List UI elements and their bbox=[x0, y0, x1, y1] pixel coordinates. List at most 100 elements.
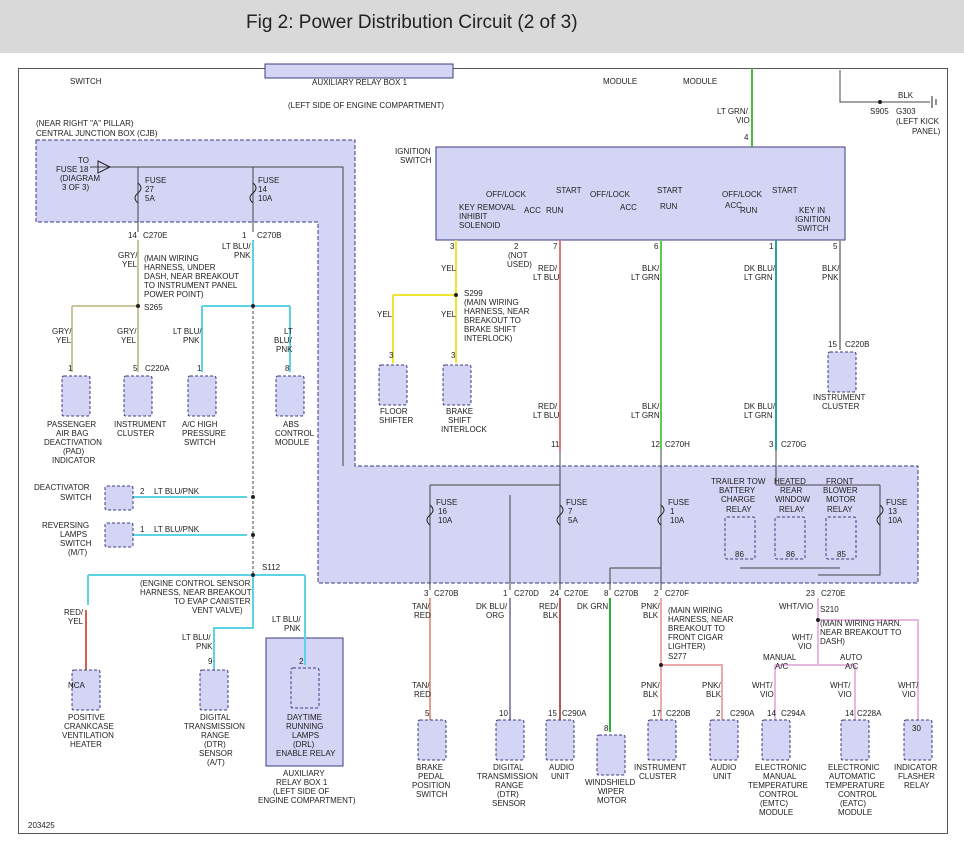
label-t92: BLU/ bbox=[274, 336, 293, 345]
wires bbox=[71, 68, 937, 732]
label-t227: BREAKOUT TO bbox=[668, 624, 725, 633]
label-t281: MOTOR bbox=[597, 796, 627, 805]
blower-relay-box bbox=[825, 516, 857, 560]
label-t214: 23 bbox=[806, 589, 815, 598]
audio-unit-2-box bbox=[709, 719, 739, 761]
figure-title: Fig 2: Power Distribution Circuit (2 of … bbox=[246, 12, 578, 33]
label-t203: ENGINE COMPARTMENT) bbox=[258, 796, 356, 805]
label-t278: UNIT bbox=[551, 772, 570, 781]
label-t63: HARNESS, UNDER bbox=[144, 263, 216, 272]
label-t187: VENTILATION bbox=[62, 731, 114, 740]
label-t12: PANEL) bbox=[912, 127, 941, 136]
label-t85: GRY/ bbox=[52, 327, 72, 336]
label-t70: (MAIN WIRING bbox=[464, 298, 519, 307]
label-t104: AIR BAG bbox=[56, 429, 88, 438]
label-t111: PRESSURE bbox=[182, 429, 226, 438]
label-t196: RUNNING bbox=[286, 722, 323, 731]
label-t198: (DRL) bbox=[293, 740, 315, 749]
splice-dot-1 bbox=[251, 304, 255, 308]
label-t87: GRY/ bbox=[117, 327, 137, 336]
audio-unit-box bbox=[545, 719, 575, 761]
label-t242: TAN/ bbox=[412, 681, 430, 690]
label-t113: ABS bbox=[283, 420, 299, 429]
label-t61: PNK bbox=[234, 251, 251, 260]
label-t177: YEL bbox=[68, 617, 84, 626]
label-t53: USED) bbox=[507, 260, 532, 269]
label-t18: 3 OF 3) bbox=[62, 183, 89, 192]
wire-whtvio bbox=[817, 598, 919, 720]
label-t205: C270B bbox=[434, 589, 458, 598]
label-t152: 10A bbox=[670, 516, 685, 525]
deactivator-switch-box bbox=[104, 485, 134, 511]
label-t163: MOTOR bbox=[826, 495, 856, 504]
wire-gnd-bar bbox=[839, 70, 930, 103]
label-t62: (MAIN WIRING bbox=[144, 254, 199, 263]
label-t208: 24 bbox=[550, 589, 559, 598]
wire-bus-right bbox=[775, 466, 880, 486]
cjb-region bbox=[35, 139, 919, 584]
label-t137: LT BLU/PNK bbox=[154, 487, 200, 496]
label-t108: INSTRUMENT bbox=[114, 420, 167, 429]
splice-dot-2 bbox=[454, 293, 458, 297]
label-t201: RELAY BOX 1 bbox=[276, 778, 328, 787]
label-t266: C228A bbox=[857, 709, 882, 718]
label-t132: 3 bbox=[769, 440, 774, 449]
label-t279: WINDSHIELD bbox=[585, 778, 635, 787]
label-t293: AUTOMATIC bbox=[829, 772, 876, 781]
label-t112: SWITCH bbox=[184, 438, 216, 447]
label-t31: RUN bbox=[546, 206, 564, 215]
label-t289: CONTROL bbox=[759, 790, 799, 799]
label-t38: ACC bbox=[725, 201, 742, 210]
fuse-symbol-3 bbox=[556, 504, 564, 526]
label-t106: (PAD) bbox=[63, 447, 85, 456]
label-t77: BLK/ bbox=[642, 264, 660, 273]
label-t80: LT GRN bbox=[744, 273, 773, 282]
label-t13: (NEAR RIGHT "A" PILLAR) bbox=[36, 119, 134, 128]
label-t88: YEL bbox=[121, 336, 137, 345]
label-t179: PNK bbox=[196, 642, 213, 651]
label-t248: WHT/ bbox=[752, 681, 773, 690]
label-t192: (DTR) bbox=[204, 740, 226, 749]
label-t181: PNK bbox=[284, 624, 301, 633]
splice-dot-8 bbox=[878, 100, 882, 104]
label-t204: 3 bbox=[424, 589, 429, 598]
wire-cjb-feed bbox=[90, 166, 344, 466]
label-t157: HEATED bbox=[774, 477, 806, 486]
label-t82: PNK bbox=[822, 273, 839, 282]
label-t118: BRAKE bbox=[446, 407, 473, 416]
label-t264: C294A bbox=[781, 709, 806, 718]
label-t228: FRONT CIGAR bbox=[668, 633, 723, 642]
label-t146: 10A bbox=[438, 516, 453, 525]
label-t186: CRANKCASE bbox=[64, 722, 114, 731]
emtc-module-box bbox=[761, 719, 791, 761]
label-t153: TRAILER TOW bbox=[711, 477, 766, 486]
label-t300: RELAY bbox=[904, 781, 930, 790]
label-t183: 9 bbox=[208, 657, 213, 666]
label-t219: ORG bbox=[486, 611, 504, 620]
label-t120: INTERLOCK bbox=[441, 425, 487, 434]
label-t178: LT BLU/ bbox=[182, 633, 211, 642]
label-t175: VENT VALVE) bbox=[192, 606, 243, 615]
label-t166: 13 bbox=[888, 507, 897, 516]
label-t255: 10 bbox=[499, 709, 508, 718]
label-t23: 14 bbox=[258, 185, 267, 194]
flasher-relay-box bbox=[903, 719, 933, 761]
label-t116: FLOOR bbox=[380, 407, 408, 416]
label-t25: IGNITION bbox=[395, 147, 431, 156]
ignition-switch-box bbox=[435, 146, 846, 241]
label-t213: C270F bbox=[665, 589, 689, 598]
label-t160: RELAY bbox=[779, 505, 805, 514]
label-t174: TO EVAP CANISTER bbox=[174, 597, 251, 606]
label-t165: FUSE bbox=[886, 498, 907, 507]
label-t93: PNK bbox=[276, 345, 293, 354]
label-t268: BRAKE bbox=[416, 763, 443, 772]
fuse-symbol-2 bbox=[426, 504, 434, 526]
label-t164: RELAY bbox=[827, 505, 853, 514]
label-t154: BATTERY bbox=[719, 486, 756, 495]
splice-dot-0 bbox=[136, 304, 140, 308]
label-t249: VIO bbox=[760, 690, 774, 699]
label-t60: LT BLU/ bbox=[222, 242, 251, 251]
label-t29: START bbox=[556, 186, 582, 195]
label-t34: ACC bbox=[620, 203, 637, 212]
label-t140: SWITCH bbox=[60, 539, 92, 548]
